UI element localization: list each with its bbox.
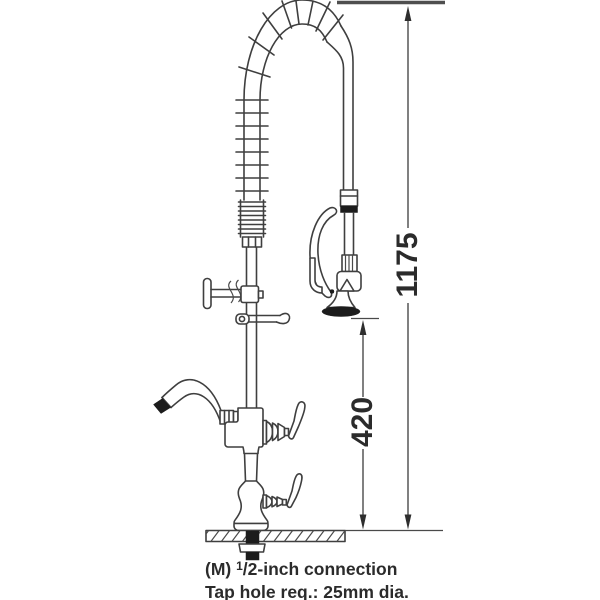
hatching (206, 530, 345, 542)
coupling-ring (340, 205, 358, 213)
clamp-screw (257, 290, 264, 299)
dimension-overall-height: 1175 (337, 0, 445, 530)
arrow-down (404, 514, 412, 530)
upper-body (224, 407, 264, 455)
caption: (M) 1/2-inch connection Tap hole req.: 2… (205, 559, 409, 600)
break-squiggle (228, 280, 234, 304)
supply-shank (238, 530, 266, 561)
faucet-body (219, 401, 306, 532)
tap-hole-note: Tap hole req.: 25mm dia. (205, 582, 409, 600)
counter-surface (205, 529, 346, 543)
lower-valve (262, 473, 303, 509)
bracket-clamp (240, 285, 260, 304)
overall-height-value: 1175 (391, 232, 424, 297)
coil-rungs-column (235, 99, 269, 192)
shank-nut (238, 543, 266, 553)
upper-valve (262, 401, 306, 445)
arrow-up (359, 320, 367, 335)
hook-curl (275, 312, 291, 325)
lower-lever-handle (286, 473, 303, 509)
spray-bell (326, 290, 356, 309)
counter-slab (205, 529, 346, 543)
bracket-plate (202, 277, 212, 310)
hose-hook (235, 312, 291, 325)
riser-pipe (245, 246, 258, 410)
swing-spout (153, 378, 222, 425)
arrow-down (359, 514, 367, 530)
dimension-spout-clearance: 420 (346, 317, 379, 530)
break-squiggle (235, 279, 242, 303)
spray-head (309, 189, 362, 317)
spout-aerator (153, 398, 171, 414)
wall-bracket (202, 277, 264, 310)
coil-rungs-arch (238, 0, 344, 78)
coiled-hose (235, 0, 344, 248)
coil-compressed-section (237, 199, 267, 238)
arrow-up (404, 6, 412, 21)
hose-coupling (339, 189, 359, 207)
base-flange (233, 522, 269, 532)
coil-hex-coupling (241, 236, 263, 248)
fraction-numerator: 1 (236, 559, 243, 573)
upper-lever-handle (287, 401, 306, 440)
spout-clearance-value: 420 (346, 397, 379, 447)
pivot-pin (329, 289, 335, 294)
ribbed-grip (341, 254, 358, 273)
trigger-pivot-bracket (309, 257, 323, 294)
connection-note: (M) 1/2-inch connection (205, 559, 398, 579)
hook-eyelet (238, 315, 246, 323)
smooth-hose (326, 25, 354, 192)
spray-face-bumper (321, 306, 361, 317)
